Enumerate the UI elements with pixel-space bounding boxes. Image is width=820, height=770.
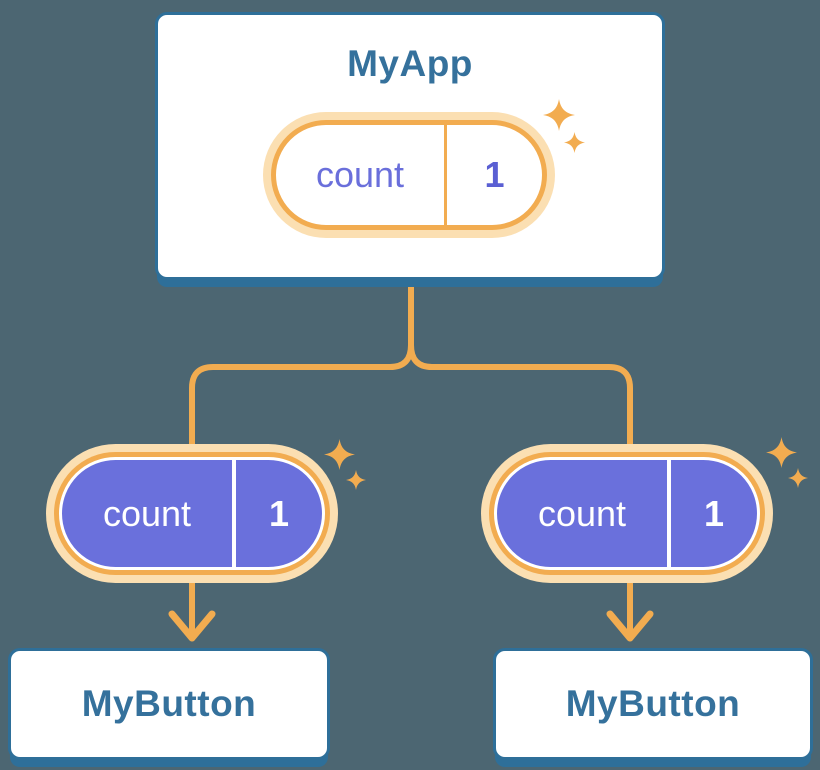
prop-name: count — [62, 460, 236, 567]
leaf-component-card-right: MyButton — [493, 648, 813, 760]
connector-branch-right — [408, 342, 633, 637]
prop-value: 1 — [268, 492, 290, 534]
leaf-component-card-left: MyButton — [8, 648, 330, 760]
leaf-component-title: MyButton — [565, 683, 741, 724]
arrow-down-icon — [606, 610, 654, 642]
sparkle-icon — [346, 470, 366, 490]
sparkle-icon — [788, 468, 808, 488]
state-value: 1 — [484, 154, 505, 195]
sparkle-icon — [766, 437, 797, 468]
sparkle-icon — [324, 439, 355, 470]
prop-value: 1 — [703, 492, 725, 534]
prop-pill-left: count 1 — [59, 457, 325, 570]
prop-pill-right: count 1 — [494, 457, 760, 570]
prop-name: count — [497, 460, 671, 567]
root-component-title: MyApp — [347, 43, 473, 84]
sparkle-icon — [543, 99, 575, 131]
leaf-component-title: MyButton — [81, 683, 257, 724]
root-state-pill: count 1 — [271, 120, 547, 230]
sparkle-icon — [564, 132, 585, 153]
arrow-down-icon — [168, 610, 216, 642]
state-name: count — [276, 125, 447, 225]
connector-branch-left — [189, 342, 414, 637]
